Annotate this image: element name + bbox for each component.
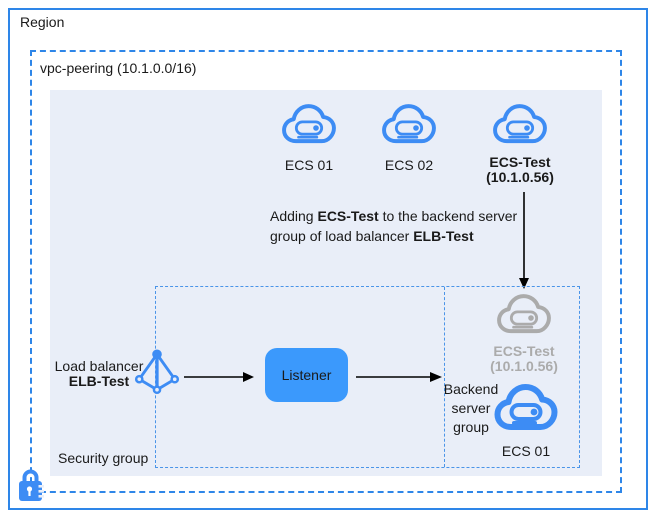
arrow-listener-to-backend: [356, 372, 442, 382]
annotation-line-1: Adding ECS-Test to the backend server: [270, 208, 518, 224]
load-balancer-name: ELB-Test: [68, 373, 130, 389]
vpc-label: vpc-peering (10.1.0.0/16): [40, 60, 197, 76]
annotation-text: Adding ECS-Test to the backend server gr…: [270, 206, 517, 246]
annotation-line-2: group of load balancer ELB-Test: [270, 228, 474, 244]
ecs-test-icon: [493, 104, 547, 144]
load-balancer-title: Load balancer: [54, 358, 144, 374]
ecs-test-pending-label: ECS-Test: [493, 343, 555, 359]
ecs-test-ip-label: (10.1.0.56): [486, 169, 554, 185]
backend-group-divider: [444, 287, 445, 467]
ecs-test-label: ECS-Test: [489, 154, 551, 170]
ecs-02-label: ECS 02: [384, 157, 434, 173]
region-label: Region: [20, 14, 65, 30]
ecs-01-icon: [282, 104, 336, 144]
region-box: [8, 8, 648, 510]
arrow-ecs-test-to-backend: [519, 192, 529, 289]
security-group-label: Security group: [58, 450, 149, 466]
listener-node: Listener: [265, 348, 348, 402]
ecs-test-pending-icon: [497, 294, 551, 334]
backend-server-group-label: Backend server group: [443, 381, 499, 435]
backend-ecs-01-icon: [494, 384, 558, 430]
listener-label: Listener: [281, 367, 332, 383]
arrow-lb-to-listener: [184, 372, 254, 382]
ecs-test-pending-ip-label: (10.1.0.56): [490, 358, 558, 374]
backend-ecs-01-label: ECS 01: [501, 443, 551, 459]
ecs-02-icon: [382, 104, 436, 144]
security-group-lock-icon: [19, 469, 44, 501]
load-balancer-label: Load balancer ELB-Test: [44, 359, 154, 389]
elb-icon: [134, 349, 180, 395]
ecs-01-label: ECS 01: [284, 157, 334, 173]
vpc-box: [30, 50, 622, 493]
